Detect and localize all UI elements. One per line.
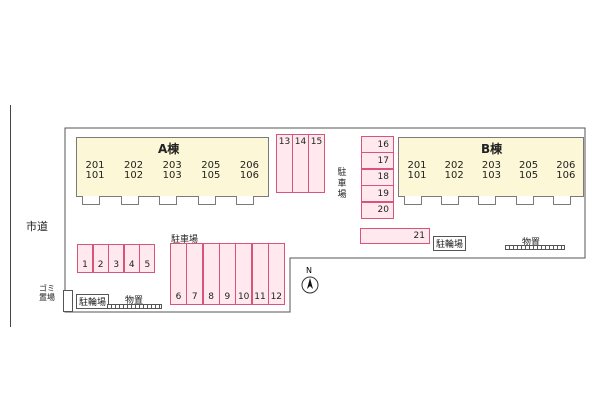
building_a-entrance [197, 196, 216, 205]
bike-parking-left: 駐輪場 [76, 294, 110, 309]
building_a-unit-102: 102 [124, 170, 144, 181]
parking-space-8: 8 [202, 243, 220, 305]
parking-space-10: 10 [235, 243, 253, 305]
building_a-entrance [120, 196, 139, 205]
building_b-unit-203: 203 [481, 160, 501, 171]
storage-right [505, 245, 565, 250]
building_b-unit-101: 101 [407, 170, 427, 181]
garbage-area [63, 290, 73, 312]
building_b-unit-106: 106 [556, 170, 576, 181]
compass-icon [301, 276, 319, 294]
parking-vertical-label: 駐車場 [337, 168, 347, 200]
building_a-unit-101: 101 [85, 170, 105, 181]
building-b-title: B棟 [481, 142, 503, 156]
bike-parking-right: 駐輪場 [433, 236, 467, 251]
parking-space-3: 3 [108, 244, 125, 273]
building_b-entrance [515, 196, 534, 205]
garbage-area-label: ゴミ置場 [39, 284, 55, 302]
parking-space-2: 2 [92, 244, 109, 273]
parking-space-16: 16 [361, 136, 394, 153]
parking-space-20: 20 [361, 201, 394, 219]
building_a-unit-206: 206 [239, 160, 259, 171]
public-road-edge [10, 105, 11, 327]
building_b-unit-201: 201 [407, 160, 427, 171]
parking-space-19: 19 [361, 185, 394, 203]
building_b-entrance [404, 196, 422, 205]
storage-right-label: 物置 [522, 238, 541, 248]
parking-space-15: 15 [308, 134, 325, 193]
building_b-unit-105: 105 [519, 170, 539, 181]
storage-left-label: 物置 [125, 296, 144, 306]
building-a-title: A棟 [158, 142, 180, 156]
building_a-unit-202: 202 [124, 160, 144, 171]
building_a-unit-201: 201 [85, 160, 105, 171]
building_b-unit-205: 205 [519, 160, 539, 171]
parking-space-13: 13 [276, 134, 293, 193]
building-b [398, 137, 584, 197]
building_b-entrance [552, 196, 571, 205]
building_b-unit-102: 102 [444, 170, 464, 181]
building_a-unit-203: 203 [162, 160, 182, 171]
parking-space-18: 18 [361, 168, 394, 186]
parking-main-label: 駐車場 [171, 235, 199, 245]
parking-space-5: 5 [139, 244, 156, 273]
parking-space-14: 14 [292, 134, 309, 193]
building_b-entrance [441, 196, 460, 205]
road-label: 市道 [26, 220, 48, 233]
building_a-entrance [159, 196, 178, 205]
parking-space-6: 6 [170, 243, 187, 305]
parking-space-9: 9 [218, 243, 236, 305]
parking-space-17: 17 [361, 152, 394, 170]
building_b-unit-206: 206 [556, 160, 576, 171]
building_a-unit-205: 205 [201, 160, 221, 171]
parking-space-1: 1 [77, 244, 93, 273]
building_b-unit-202: 202 [444, 160, 464, 171]
building_a-unit-103: 103 [162, 170, 182, 181]
lot-boundary [64, 127, 586, 313]
parking-space-21: 21 [360, 228, 430, 244]
storage-left [107, 304, 162, 309]
parking-space-4: 4 [123, 244, 140, 273]
parking-space-7: 7 [186, 243, 204, 305]
building_b-entrance [478, 196, 497, 205]
building-a [76, 137, 269, 197]
building_b-unit-103: 103 [481, 170, 501, 181]
parking-space-12: 12 [267, 243, 285, 305]
parking-space-11: 11 [251, 243, 269, 305]
compass-north-label: N [306, 266, 312, 275]
building_a-unit-106: 106 [239, 170, 259, 181]
building_a-entrance [236, 196, 255, 205]
building_a-unit-105: 105 [201, 170, 221, 181]
building_a-entrance [82, 196, 100, 205]
